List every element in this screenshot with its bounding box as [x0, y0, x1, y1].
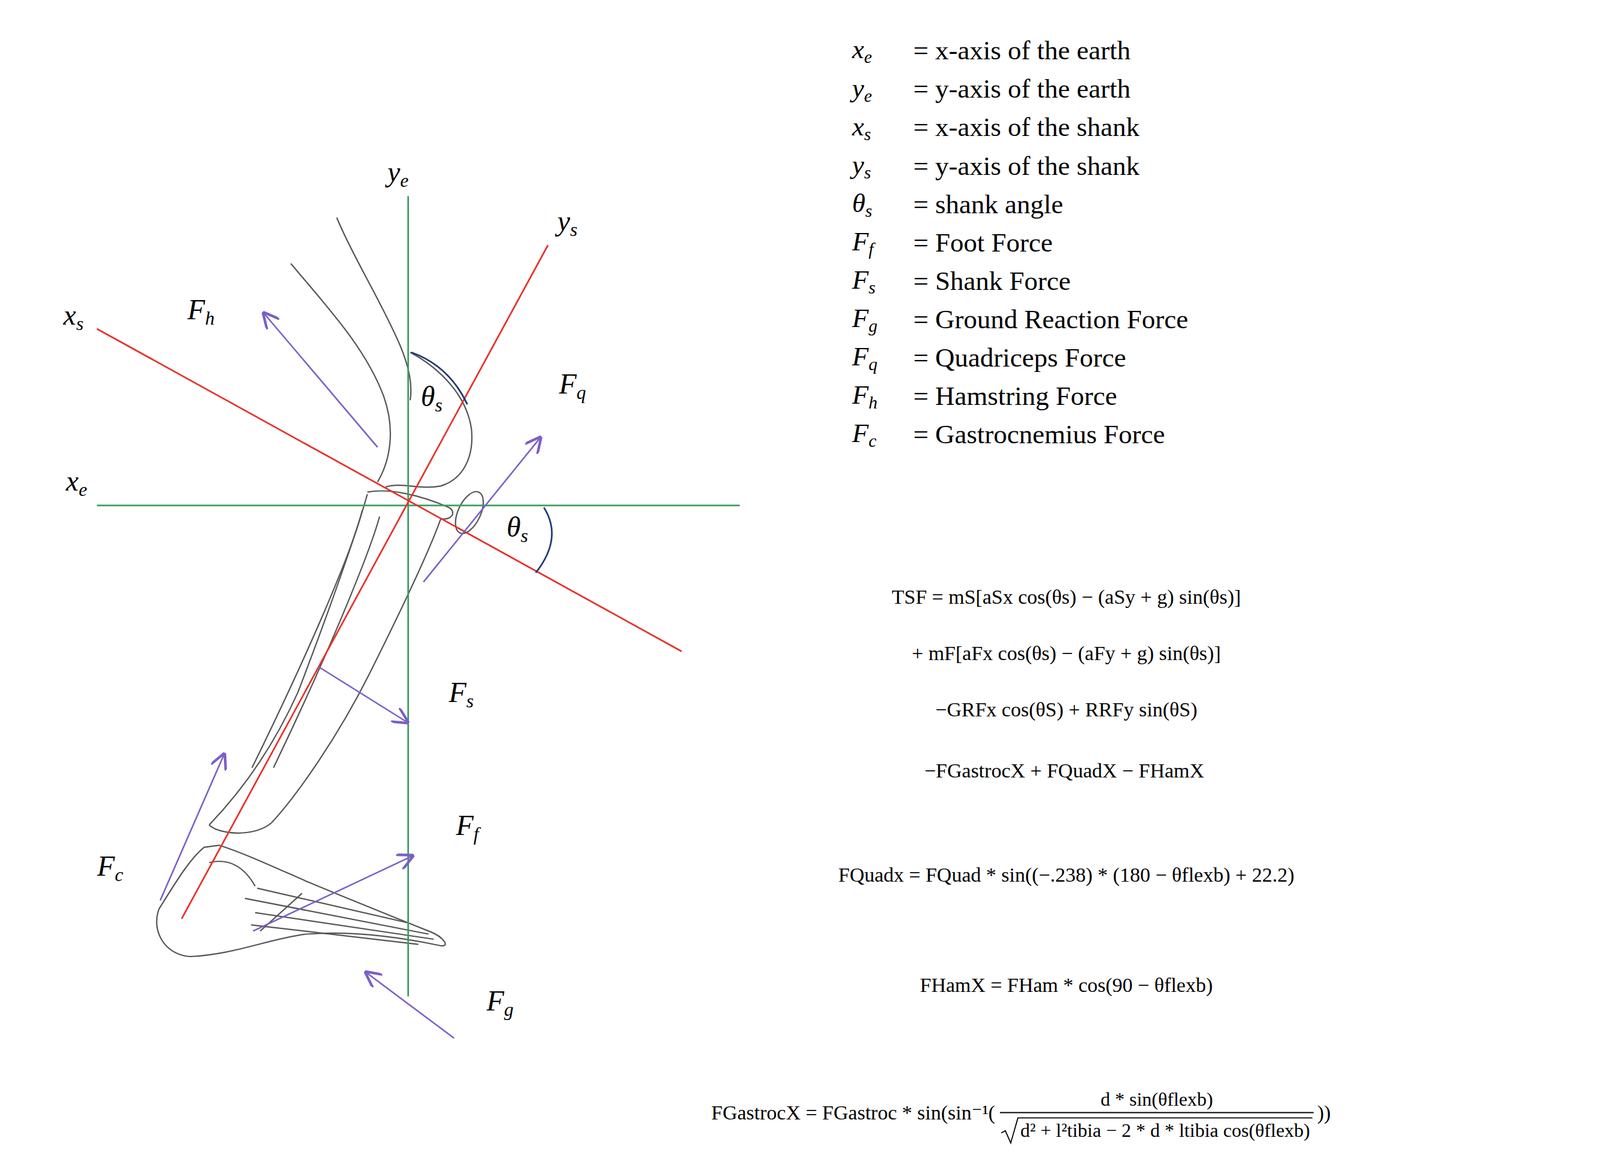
angle-arc: [535, 507, 553, 573]
legend-symbol: ys: [852, 149, 872, 183]
radical-sign: [1001, 1117, 1313, 1143]
legend-text: = y-axis of the earth: [913, 73, 1131, 105]
legend-text: = Ground Reaction Force: [913, 304, 1189, 336]
legend-text: = Hamstring Force: [913, 380, 1117, 412]
force-label: θs: [504, 510, 530, 547]
fraction-bar: [1000, 1111, 1314, 1113]
legend-text: = y-axis of the shank: [913, 150, 1140, 183]
force-label: xs: [61, 298, 86, 335]
fraction-text: d² + l²tibia − 2 * d * ltibia cos(θflexb…: [1020, 1119, 1311, 1142]
legend-symbol: Fh: [852, 379, 878, 413]
shank-force-arrow: [318, 666, 409, 723]
fraction-text: d * sin(θflexb): [1100, 1088, 1214, 1111]
force-label: Fg: [484, 983, 515, 1021]
equation-text: )): [1317, 1100, 1332, 1124]
legend-text: = shank angle: [913, 189, 1063, 221]
force-label: ye: [385, 155, 411, 192]
legend-symbol: Fc: [852, 417, 877, 451]
ankle-end: [208, 822, 272, 833]
equation-text: FQuadx = FQuad * sin((−.238) * (180 − θf…: [838, 862, 1295, 887]
fibula-edge: [273, 516, 380, 768]
equation-text: −GRFx cos(θS) + RRFy sin(θS): [935, 697, 1198, 721]
force-label: Fh: [185, 292, 217, 330]
femur-condyle: [385, 352, 472, 487]
legend-symbol: Fq: [852, 341, 878, 375]
legend-text: = Quadriceps Force: [913, 342, 1126, 374]
foot-force-arrow: [253, 855, 414, 931]
legend-text: = x-axis of the shank: [913, 111, 1140, 144]
legend-text: = Gastrocnemius Force: [913, 419, 1165, 451]
legend-symbol: Fs: [852, 264, 876, 298]
force-label: xe: [64, 464, 89, 501]
hamstring-arrow: [263, 312, 378, 448]
legend-symbol: Ff: [852, 226, 874, 260]
patella: [449, 487, 490, 538]
foot-bones: [208, 861, 434, 945]
equation-text: TSF = mS[aSx cos(θs) − (aSy + g) sin(θs)…: [891, 585, 1241, 609]
legend-symbol: ye: [852, 73, 872, 106]
legend-text: = x-axis of the earth: [913, 35, 1131, 67]
force-label: ys: [555, 204, 580, 241]
femur-edge: [291, 263, 391, 483]
shank-y-axis: [181, 244, 548, 919]
force-label: Ff: [453, 808, 481, 845]
force-label: Fq: [556, 367, 588, 404]
equation-text: FHamX = FHam * cos(90 − θflexb): [919, 973, 1213, 997]
legend-symbol: xs: [852, 111, 872, 145]
ground-reaction-arrow: [365, 971, 454, 1039]
bone-outline: [156, 217, 490, 957]
force-label: θs: [419, 379, 445, 417]
equation-text: −FGastrocX + FQuadX − FHamX: [924, 758, 1205, 783]
fibula-edge: [252, 510, 363, 768]
equation-text: + mF[aFx cos(θs) − (aFy + g) sin(θs)]: [911, 641, 1221, 665]
tibia-edge: [208, 494, 368, 825]
legend-symbol: Fg: [852, 302, 878, 336]
force-label: Fc: [95, 849, 125, 886]
force-label: Fs: [446, 675, 476, 712]
shank-x-axis: [97, 328, 682, 651]
tibia-edge: [271, 518, 441, 823]
equation-text: FGastrocX = FGastroc * sin(sin⁻¹(: [711, 1100, 996, 1124]
legend-symbol: xe: [852, 34, 872, 68]
earth-y-axis: [407, 195, 409, 996]
foot-outline: [156, 844, 446, 957]
legend-text: = Shank Force: [913, 265, 1071, 298]
quadriceps-arrow: [423, 437, 541, 583]
legend-text: = Foot Force: [913, 227, 1053, 259]
force-arrows: [160, 312, 542, 1039]
legend-symbol: θs: [852, 188, 873, 221]
gastrocnemius-arrow: [160, 753, 225, 900]
